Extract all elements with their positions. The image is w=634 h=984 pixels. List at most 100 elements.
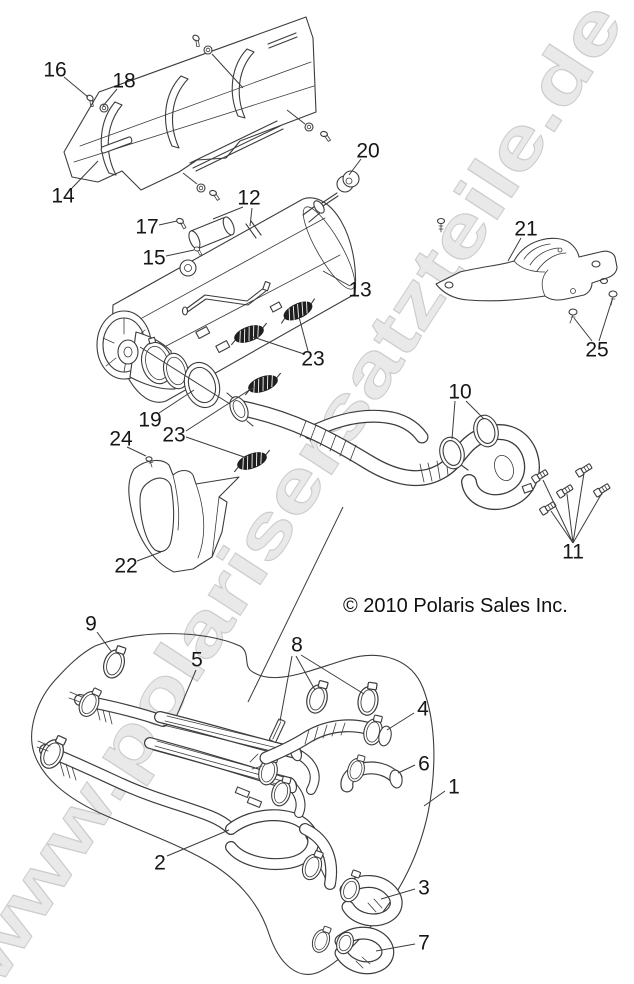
part-6-elbow	[345, 752, 403, 789]
leader-line-4	[386, 712, 415, 731]
callout-2: 2	[154, 852, 166, 875]
leader-line-11	[572, 472, 585, 544]
leader-line-23	[185, 386, 255, 432]
washer-icon	[196, 183, 206, 193]
callout-21: 21	[514, 218, 537, 241]
callout-14: 14	[51, 185, 75, 208]
part-13-muffler	[96, 170, 360, 403]
spring-icon	[241, 370, 285, 398]
callout-1: 1	[448, 776, 460, 799]
clamp-icon	[355, 680, 382, 718]
leader-line-23	[185, 436, 248, 459]
callout-15: 15	[142, 247, 165, 270]
clamp-icon	[308, 923, 335, 956]
part-21-bracket	[435, 217, 618, 324]
leader-line-10	[451, 400, 456, 440]
part-4-elbow	[249, 712, 392, 770]
leader-line-8	[300, 654, 365, 695]
callout-12: 12	[237, 187, 260, 210]
leader-line-17	[158, 220, 178, 226]
leader-line-16	[63, 76, 89, 98]
screw-icon	[188, 33, 205, 49]
callout-17: 17	[135, 216, 158, 239]
part-8-clamps	[268, 677, 382, 743]
leader-line-23	[252, 336, 305, 355]
callout-19: 19	[138, 409, 161, 432]
callout-18: 18	[112, 70, 135, 93]
leader-line-12	[212, 206, 244, 220]
leader-line-11	[550, 510, 574, 544]
leader-line-3	[380, 888, 416, 900]
leader-line-22	[136, 551, 162, 562]
leader-line-15	[165, 249, 195, 257]
part-3-elbow	[298, 847, 396, 920]
leader-line-10	[465, 400, 485, 420]
leader-line-7	[375, 943, 416, 952]
leader-line-18	[102, 88, 118, 107]
leader-line-19	[158, 389, 195, 414]
callout-3: 3	[418, 877, 430, 900]
callout-20: 20	[356, 140, 379, 163]
screw-icon	[318, 130, 333, 143]
part-24-screw	[145, 456, 154, 468]
bolt-icon	[555, 483, 575, 499]
leader-line-2	[166, 829, 230, 857]
leader-line-13	[322, 270, 351, 287]
bolt-icon	[592, 482, 612, 498]
callout-5: 5	[191, 649, 203, 672]
leader-line-25	[573, 317, 593, 342]
washer-icon	[304, 122, 314, 132]
callout-9: 9	[85, 613, 97, 636]
callout-11: 11	[562, 541, 584, 564]
header-pipe-assembly	[226, 392, 612, 516]
callout-25: 25	[585, 339, 608, 362]
callout-10: 10	[448, 381, 471, 404]
callout-6: 6	[418, 753, 430, 776]
callout-8: 8	[291, 634, 303, 657]
leader-line-5	[176, 669, 197, 716]
screw-icon	[192, 245, 204, 257]
leader-line-14	[71, 160, 99, 189]
callout-22: 22	[114, 555, 137, 578]
leader-line-25	[598, 299, 613, 342]
callout-13: 13	[348, 279, 371, 302]
leader-line-20	[348, 158, 362, 176]
leader-line-9	[96, 631, 112, 652]
callout-4: 4	[417, 698, 429, 721]
part-19-gasket	[183, 361, 221, 409]
part-11-bolts	[530, 462, 612, 516]
leader-line-21	[507, 237, 522, 262]
leader-line-11	[572, 492, 603, 544]
callout-16: 16	[43, 59, 66, 82]
leader-line-1	[423, 790, 446, 807]
leader-line-23	[298, 316, 309, 352]
washer-icon	[203, 45, 213, 55]
callout-23: 23	[162, 424, 185, 447]
leader-line-8	[279, 655, 293, 722]
muffler-end-cap	[96, 310, 190, 390]
part-20-grommet	[336, 170, 360, 193]
screw-icon	[207, 189, 222, 202]
callout-7: 7	[418, 932, 430, 955]
screw-icon	[174, 217, 189, 230]
part-12-clamp-sleeve	[174, 216, 235, 277]
callout-23: 23	[301, 348, 324, 371]
part-7-elbow	[308, 923, 387, 968]
copyright-text: © 2010 Polaris Sales Inc.	[343, 595, 568, 617]
leader-line-11	[566, 493, 574, 544]
leader-line-8	[295, 655, 316, 691]
screw-icon	[436, 217, 446, 233]
part-25-screws	[568, 290, 618, 324]
part-22-shield	[128, 456, 240, 573]
leader-line-12	[249, 207, 253, 227]
callout-24: 24	[109, 428, 133, 451]
part-1-silencer-assembly	[31, 633, 435, 975]
bushing-icon	[179, 259, 197, 277]
leader-line-11	[542, 479, 574, 544]
leader-line-6	[397, 764, 416, 774]
clamp-icon	[303, 677, 333, 716]
leader-line-24	[126, 446, 147, 457]
part-14-heat-shield	[63, 16, 333, 202]
